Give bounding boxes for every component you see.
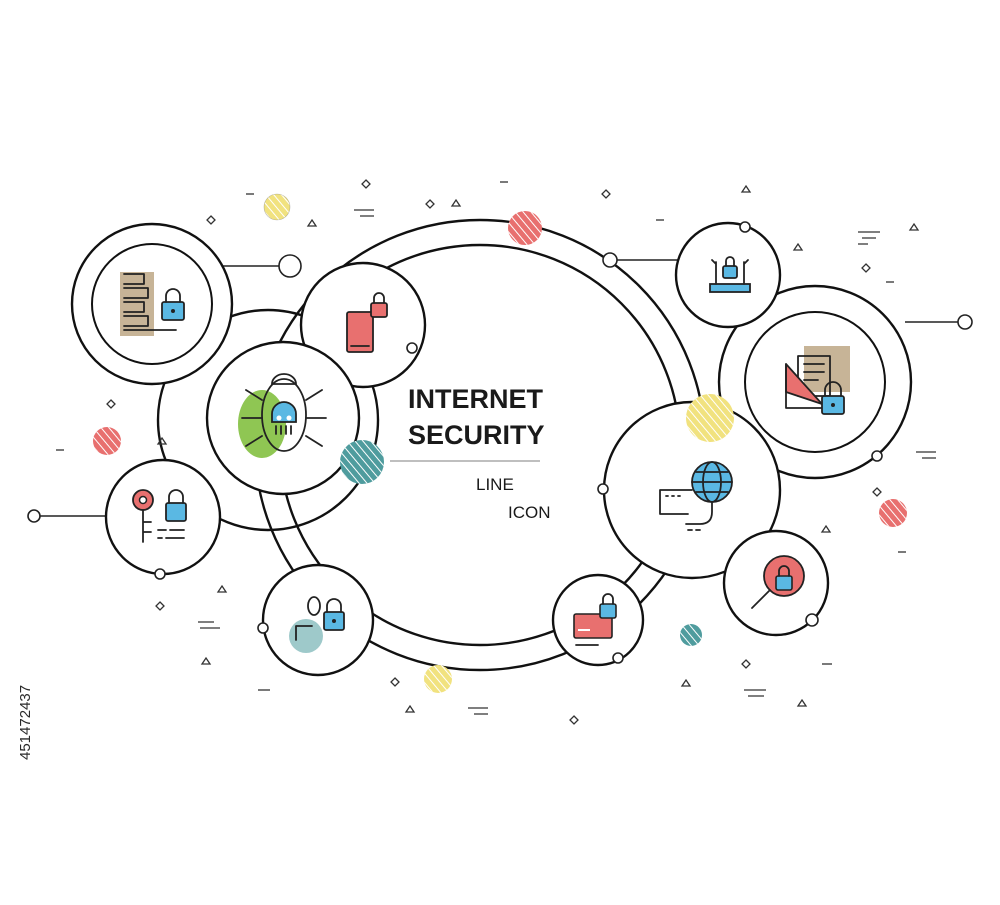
envelope-lock-icon bbox=[785, 346, 850, 415]
title-line-2: SECURITY bbox=[408, 420, 545, 450]
node-bug bbox=[205, 340, 361, 496]
bug-skull-icon bbox=[238, 373, 327, 458]
node-magnifier-lock bbox=[722, 529, 830, 637]
node-bank-lock bbox=[602, 221, 782, 329]
watermark-id: 451472437 bbox=[17, 685, 34, 760]
node-mobile-lock bbox=[299, 261, 427, 389]
node-globe-chat bbox=[597, 400, 782, 580]
node-user-lock bbox=[257, 563, 375, 677]
node-envelope-lock bbox=[744, 311, 973, 462]
subtitle-line-1: LINE bbox=[476, 475, 514, 494]
mobile-lock-icon bbox=[346, 292, 388, 353]
ring-left-back bbox=[156, 308, 380, 532]
bank-lock-icon bbox=[709, 256, 751, 293]
magnifier-lock-icon bbox=[751, 555, 805, 609]
node-credit-card-lock bbox=[551, 573, 645, 667]
node-key-lock bbox=[27, 458, 222, 580]
ring-right-back bbox=[717, 284, 913, 480]
decor-balls bbox=[93, 193, 907, 693]
connector-end-server bbox=[278, 254, 302, 278]
decor-marks bbox=[56, 179, 936, 725]
server-lock-icon bbox=[120, 272, 185, 336]
title-line-1: INTERNET bbox=[408, 384, 544, 414]
globe-chat-icon bbox=[659, 461, 733, 531]
credit-card-lock-icon bbox=[573, 593, 617, 646]
key-lock-icon bbox=[132, 489, 187, 543]
node-server-lock bbox=[70, 222, 234, 386]
user-lock-icon bbox=[289, 596, 345, 653]
subtitle-line-2: ICON bbox=[508, 503, 551, 522]
